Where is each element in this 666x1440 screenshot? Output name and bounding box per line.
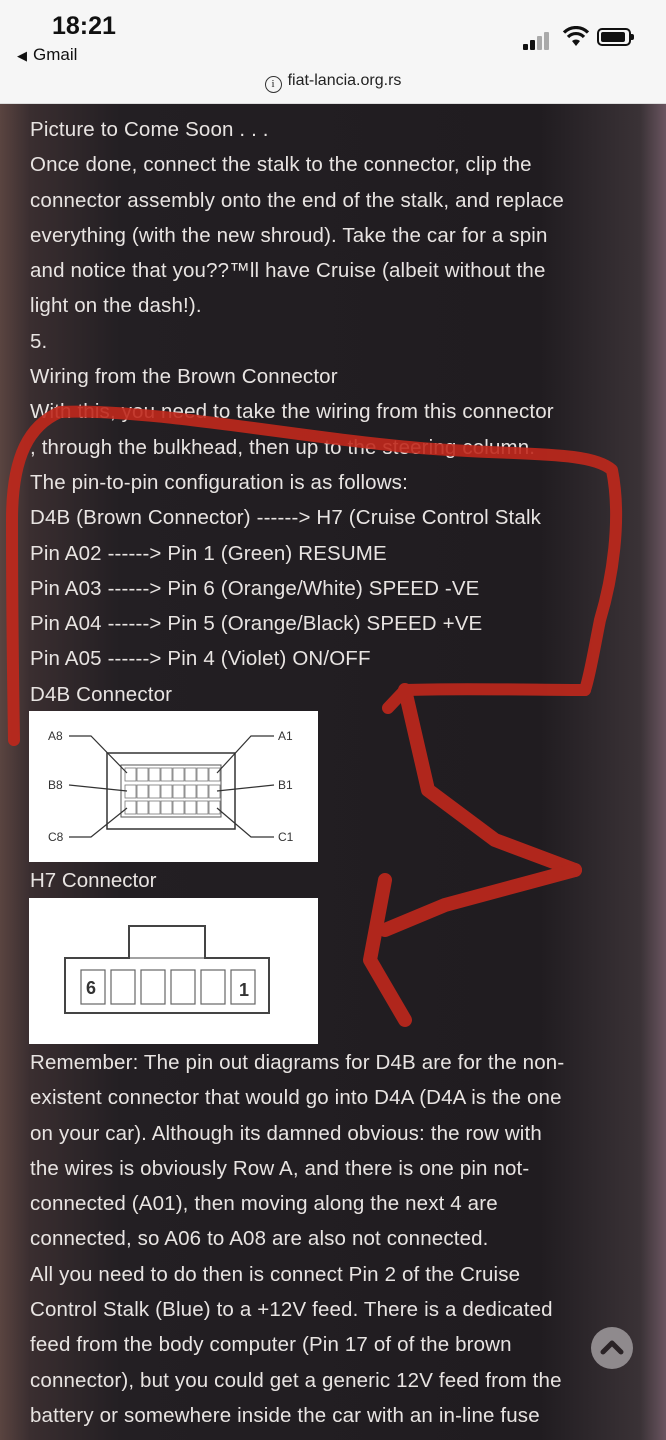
article-text-top: Picture to Come Soon . . . Once done, con…	[30, 112, 650, 712]
address-bar[interactable]: i fiat-lancia.org.rs	[0, 70, 666, 104]
article-line: connector), but you could get a generic …	[30, 1368, 562, 1392]
pin-label-a1: A1	[278, 729, 293, 743]
h7-caption: H7 Connector	[30, 869, 157, 892]
article-line: Picture to Come Soon . . .	[30, 118, 269, 141]
info-icon[interactable]: i	[264, 76, 282, 93]
cellular-signal-icon	[523, 30, 553, 50]
scroll-to-top-button[interactable]	[591, 1327, 633, 1369]
article-line: The pin-to-pin configuration is as follo…	[30, 470, 408, 494]
article-line: All you need to do then is connect Pin 2…	[30, 1262, 521, 1286]
article-line: Pin A02 ------> Pin 1 (Green) RESUME	[30, 541, 387, 565]
h7-connector-diagram: 6 1	[29, 898, 318, 1044]
article-line: , through the bulkhead, then up to the s…	[30, 435, 536, 459]
pin-label-b1: B1	[278, 778, 293, 792]
status-time: 18:21	[52, 12, 116, 40]
article-content: Picture to Come Soon . . . Once done, con…	[0, 104, 666, 1440]
article-line: Pin A04 ------> Pin 5 (Orange/Black) SPE…	[30, 612, 483, 636]
article-line: Control Stalk (Blue) to a +12V feed. The…	[30, 1298, 553, 1322]
article-line: light on the dash!).	[30, 294, 202, 318]
article-line: connected (A01), then moving along the n…	[30, 1192, 498, 1216]
pin-label-c8: C8	[48, 830, 64, 844]
pin-label-a8: A8	[48, 729, 63, 743]
article-line: battery or somewhere inside the car with…	[30, 1403, 540, 1427]
h7-pin-label-right: 1	[239, 980, 249, 1000]
h7-pin-label-left: 6	[86, 978, 96, 998]
article-line: Pin A05 ------> Pin 4 (Violet) ON/OFF	[30, 647, 371, 671]
article-text-bottom: Remember: The pin out diagrams for D4B a…	[30, 1045, 650, 1433]
article-line: connected, so A06 to A08 are also not co…	[30, 1227, 489, 1251]
back-triangle-icon: ◀	[17, 48, 27, 63]
url-text: fiat-lancia.org.rs	[287, 72, 402, 89]
back-app-label: Gmail	[33, 45, 78, 64]
article-line: everything (with the new shroud). Take t…	[30, 223, 548, 247]
article-line: Once done, connect the stalk to the conn…	[30, 153, 532, 177]
article-line: and notice that you??™ll have Cruise (al…	[30, 259, 546, 283]
article-line: existent connector that would go into D4…	[30, 1086, 562, 1110]
pin-label-b8: B8	[48, 778, 63, 792]
back-to-app-link[interactable]: ◀ Gmail	[17, 45, 77, 65]
article-line: Remember: The pin out diagrams for D4B a…	[30, 1051, 565, 1074]
pin-label-c1: C1	[278, 830, 294, 844]
article-line: feed from the body computer (Pin 17 of o…	[30, 1333, 512, 1357]
article-line: the wires is obviously Row A, and there …	[30, 1156, 530, 1180]
d4b-connector-diagram: A8 A1 B8 B1 C8 C1	[29, 711, 318, 862]
article-line: D4B (Brown Connector) ------> H7 (Cruise…	[30, 506, 542, 530]
article-line: 5.	[30, 329, 48, 353]
article-line: D4B Connector	[30, 682, 173, 706]
article-line: Pin A03 ------> Pin 6 (Orange/White) SPE…	[30, 576, 480, 600]
battery-icon	[597, 28, 634, 46]
status-bar: 18:21 ◀ Gmail	[0, 0, 666, 70]
article-line: With this, you need to take the wiring f…	[30, 400, 554, 424]
wifi-icon	[562, 26, 590, 46]
chevron-up-icon	[600, 1340, 624, 1355]
article-line: Wiring from the Brown Connector	[30, 365, 338, 389]
article-line: on your car). Although its damned obviou…	[30, 1121, 542, 1145]
article-line: connector assembly onto the end of the s…	[30, 188, 564, 212]
